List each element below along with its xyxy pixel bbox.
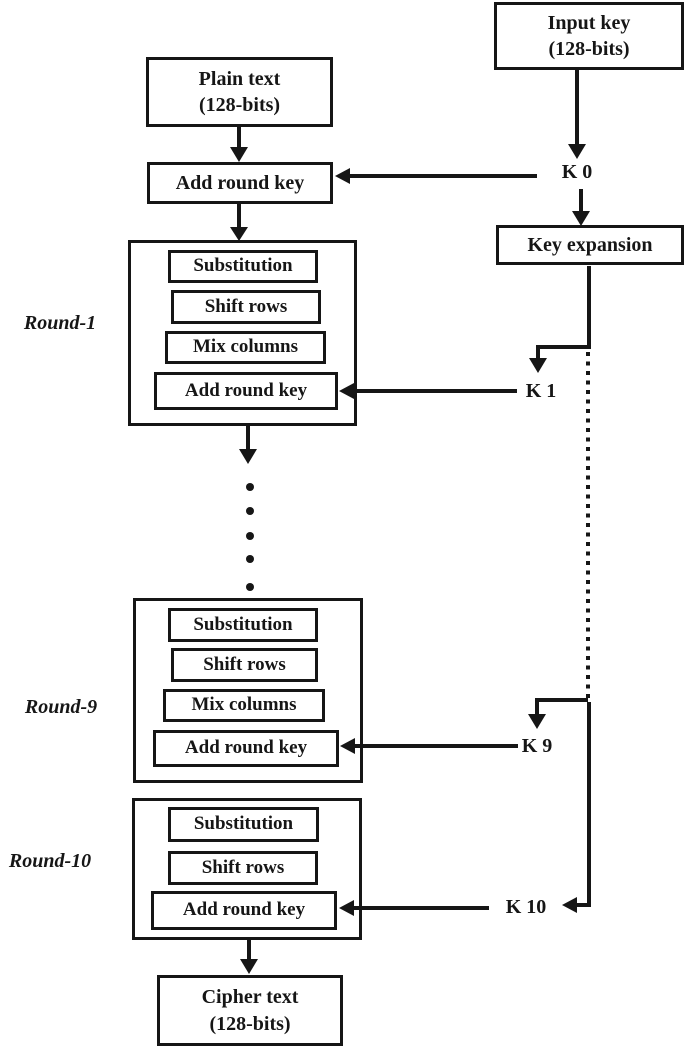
round9-label: Round-9 <box>24 696 98 718</box>
round10-step-substitution: Substitution <box>168 807 319 842</box>
round-key-k9-label: K 9 <box>521 735 553 757</box>
arrow-inputkey-to-k0 <box>568 70 586 159</box>
cipher-text-line2: (128-bits) <box>209 1013 291 1035</box>
round10-step-add-round-key: Add round key <box>151 891 337 930</box>
arrow-addroundkey-to-round1 <box>230 204 248 241</box>
arrow-k0-to-addroundkey <box>335 168 537 184</box>
arrow-k9-to-round9-addroundkey <box>340 738 518 754</box>
cipher-text-box: Cipher text (128-bits) <box>157 975 343 1046</box>
key-expansion-box: Key expansion <box>496 225 684 265</box>
round-key-k10-label: K 10 <box>505 896 547 918</box>
plain-text-line1: Plain text <box>198 67 281 90</box>
arrow-keyexpansion-to-k1 <box>529 266 591 373</box>
arrow-plaintext-to-addroundkey <box>230 127 248 162</box>
cipher-text-line1: Cipher text <box>201 986 299 1008</box>
round1-step-substitution: Substitution <box>168 250 318 283</box>
arrow-round1-down <box>239 426 257 464</box>
input-key-line2: (128-bits) <box>548 38 630 60</box>
round1-step-shift-rows: Shift rows <box>171 290 321 324</box>
round-key-k1-label: K 1 <box>525 380 557 402</box>
round1-step-add-round-key: Add round key <box>154 372 338 410</box>
round9-step-add-round-key: Add round key <box>153 730 339 767</box>
round10-step-shift-rows: Shift rows <box>168 851 318 885</box>
round1-frame <box>128 240 357 426</box>
round1-label: Round-1 <box>23 312 97 334</box>
round1-step-mix-columns: Mix columns <box>165 331 326 364</box>
input-key-line1: Input key <box>547 12 631 34</box>
arrow-round10-to-ciphertext <box>240 940 258 974</box>
arrow-k1-to-round1-addroundkey <box>339 383 517 399</box>
arrow-branch-to-k10 <box>562 702 591 913</box>
plain-text-box: Plain text (128-bits) <box>146 57 333 127</box>
round9-frame <box>133 598 363 783</box>
initial-add-round-key-box: Add round key <box>147 162 333 204</box>
plain-text-line2: (128-bits) <box>198 94 281 117</box>
ellipsis-dots <box>246 483 254 591</box>
round9-step-shift-rows: Shift rows <box>171 648 318 682</box>
input-key-box: Input key (128-bits) <box>494 2 684 70</box>
arrow-branch-to-k9 <box>528 698 588 729</box>
arrow-k10-to-round10-addroundkey <box>339 900 489 916</box>
round9-step-substitution: Substitution <box>168 608 318 642</box>
arrow-k0-to-keyexpansion <box>572 189 590 226</box>
round10-frame <box>132 798 362 940</box>
round-key-k0-label: K 0 <box>561 161 593 183</box>
round9-step-mix-columns: Mix columns <box>163 689 325 722</box>
round10-label: Round-10 <box>8 850 92 872</box>
